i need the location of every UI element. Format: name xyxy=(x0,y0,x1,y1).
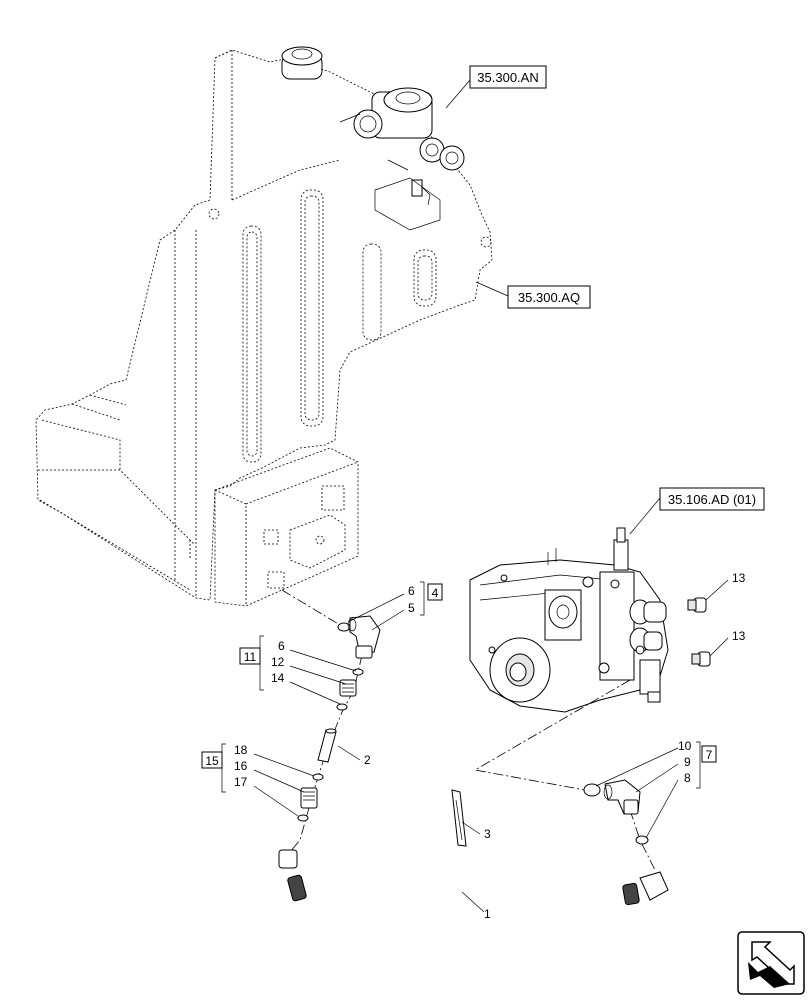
callout-6-middle: 6 xyxy=(278,639,285,653)
callout-3: 3 xyxy=(484,827,491,841)
o-ring-17 xyxy=(297,814,309,822)
callout-9: 9 xyxy=(684,755,691,769)
o-ring-18 xyxy=(312,773,324,781)
callout-18: 18 xyxy=(234,743,248,757)
centerline-tank-elbow xyxy=(281,589,346,629)
leader-lines xyxy=(253,79,729,913)
callout-1: 1 xyxy=(484,907,491,921)
adapter-16 xyxy=(300,787,318,809)
o-ring-10 xyxy=(583,783,601,797)
tube-2 xyxy=(317,728,337,763)
kit-labels: 4 11 15 7 xyxy=(201,583,717,769)
callout-numbers: 6 5 6 12 14 2 18 16 17 3 1 10 9 8 13 13 xyxy=(234,571,746,921)
filter-head xyxy=(339,87,465,206)
o-ring-8 xyxy=(635,835,649,845)
adapter-12 xyxy=(339,679,357,697)
navigation-arrow-icon[interactable] xyxy=(737,931,805,995)
plug-13-lower xyxy=(691,651,711,667)
o-ring-14 xyxy=(336,703,348,711)
kit-15: 15 xyxy=(205,754,219,768)
callout-14: 14 xyxy=(271,671,285,685)
callout-13-upper: 13 xyxy=(732,571,746,585)
elbow-fitting-5 xyxy=(347,615,381,659)
kit-7: 7 xyxy=(706,748,713,762)
hose-sleeve-3 xyxy=(451,789,467,847)
callout-5: 5 xyxy=(408,601,415,615)
ref-35-300-an[interactable]: 35.300.AN xyxy=(477,70,538,85)
centerline-pump-port xyxy=(473,679,631,791)
callout-12: 12 xyxy=(271,655,285,669)
hose-assembly-1 xyxy=(278,849,669,924)
callout-8: 8 xyxy=(684,771,691,785)
o-ring-6-middle xyxy=(352,668,364,676)
ref-35-300-aq[interactable]: 35.300.AQ xyxy=(518,290,580,305)
callout-10: 10 xyxy=(678,739,692,753)
hydraulic-tank xyxy=(35,46,493,607)
plug-13-upper xyxy=(687,597,707,613)
callout-6-upper: 6 xyxy=(408,584,415,598)
kit-4: 4 xyxy=(432,586,439,600)
callout-16: 16 xyxy=(234,759,248,773)
callout-2: 2 xyxy=(364,753,371,767)
reference-labels: 35.300.AN 35.300.AQ 35.106.AD (01) xyxy=(469,65,765,511)
elbow-fitting-9 xyxy=(603,779,641,815)
hydraulic-pump xyxy=(469,527,669,713)
kit-11: 11 xyxy=(244,650,257,664)
ref-35-106-ad[interactable]: 35.106.AD (01) xyxy=(668,492,756,507)
callout-17: 17 xyxy=(234,775,248,789)
callout-13-lower: 13 xyxy=(732,629,746,643)
